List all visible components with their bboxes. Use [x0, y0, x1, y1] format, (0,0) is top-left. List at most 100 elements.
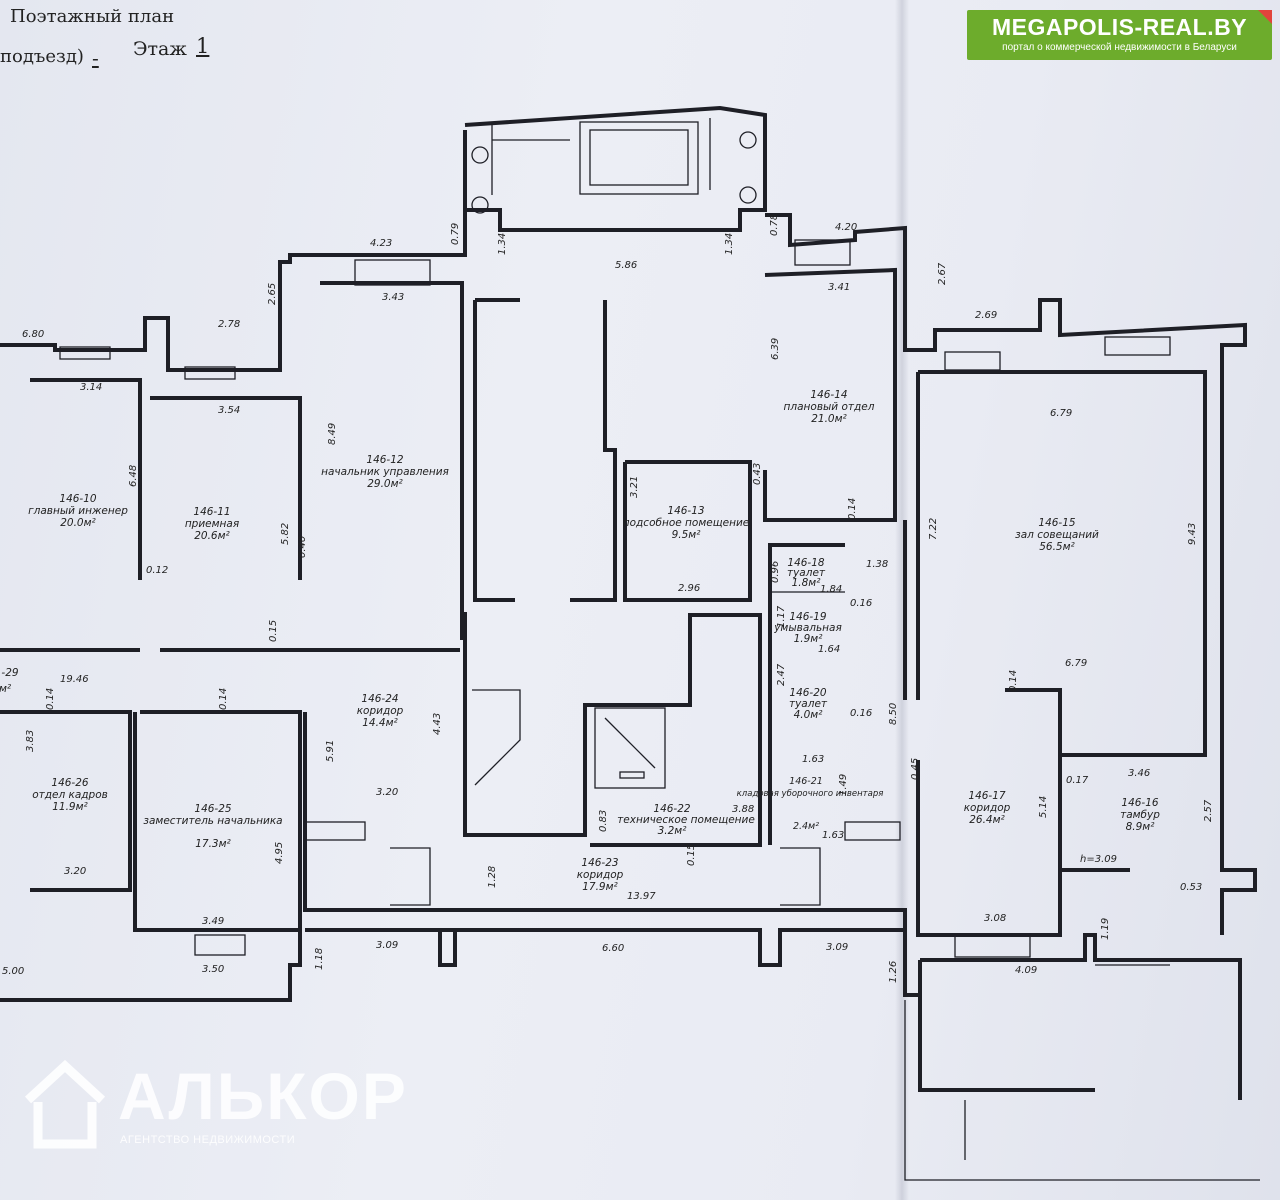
dim: 2.67	[937, 262, 948, 285]
dim: 3.20	[64, 866, 86, 877]
wall-room-146-13	[623, 460, 752, 602]
dim: 0.79	[450, 223, 461, 245]
megapolis-watermark[interactable]: MEGAPOLIS-REAL.BY портал о коммерческой …	[967, 10, 1272, 60]
stair-post-2	[471, 196, 489, 214]
room-146-25-area: 17.3м²	[195, 838, 231, 850]
room-146-14-name: плановый отдел	[784, 401, 875, 413]
window-6	[1104, 336, 1171, 356]
wall-right-porch	[918, 960, 1095, 1092]
dim: 6.80	[22, 329, 44, 340]
room-146-24-name: коридор	[357, 705, 404, 717]
room-29-id: -29	[1, 667, 18, 679]
room-146-13-area: 9.5м²	[672, 529, 702, 541]
room-146-11-id: 146-11	[193, 506, 230, 518]
dim: 2.47	[776, 663, 787, 686]
room-146-14-area: 21.0м²	[811, 413, 847, 425]
room-146-12-name: начальник управления	[321, 466, 449, 478]
brand-tagline: портал о коммерческой недвижимости в Бел…	[1002, 42, 1237, 53]
dim: 3.41	[828, 282, 850, 293]
dim: 3.54	[218, 405, 240, 416]
room-146-10-name: главный инженер	[28, 505, 128, 517]
elevator-shaft	[594, 707, 666, 789]
room-146-17-id: 146-17	[968, 790, 1006, 802]
stair-post-1	[471, 146, 489, 164]
room-146-16-id: 146-16	[1121, 797, 1159, 809]
room-146-13-id: 146-13	[667, 505, 704, 517]
room-146-15-area: 56.5м²	[1039, 541, 1075, 553]
room-labels: 146-10 главный инженер 20.0м² 146-11 при…	[0, 389, 1160, 893]
dim: 0.17	[1066, 775, 1089, 786]
dim: 0.14	[218, 688, 229, 710]
room-146-18-area: 1.8м²	[792, 577, 822, 589]
stair-entrance-steps-2	[780, 847, 821, 906]
dim: 6.79	[1050, 408, 1072, 419]
room-146-11-area: 20.6м²	[194, 530, 230, 542]
stair-post-4	[739, 186, 757, 204]
stair-top-steps	[491, 125, 570, 195]
elevator-cross	[604, 717, 656, 769]
dim: 8.50	[888, 703, 899, 725]
brand-corner-flag	[1258, 10, 1272, 24]
room-146-26-id: 146-26	[51, 777, 89, 789]
wall-room-146-16	[1058, 755, 1130, 872]
room-146-13-name: подсобное помещение	[623, 517, 749, 529]
dim: 1.64	[818, 644, 840, 655]
dim: 0.96	[770, 561, 781, 583]
brand-name: MEGAPOLIS-REAL.BY	[991, 14, 1248, 40]
house-logo-icon	[24, 1059, 106, 1149]
room-146-22-id: 146-22	[653, 803, 691, 815]
wall-porch-edge	[904, 1000, 1260, 1181]
room-146-24-id: 146-24	[361, 693, 398, 705]
window-2	[184, 366, 236, 380]
wall-room-146-15	[918, 370, 1207, 757]
dim: 3.88	[732, 804, 754, 815]
dim: 2.65	[267, 283, 278, 305]
window-1	[59, 346, 111, 360]
wall-south-facade	[305, 928, 905, 967]
dim: 0.12	[146, 565, 168, 576]
dim: 3.46	[1128, 768, 1150, 779]
room-146-23-area: 17.9м²	[582, 881, 618, 893]
dim: 0.53	[1180, 882, 1202, 893]
dim: 2.78	[218, 319, 240, 330]
wall-bottom-left	[0, 930, 302, 1002]
dim: 7.22	[928, 518, 939, 540]
plan-title: Поэтажный план	[10, 6, 175, 27]
dim: 3.50	[202, 964, 224, 975]
wall-room-146-14	[763, 267, 897, 522]
room-146-16-area: 8.9м²	[1126, 821, 1156, 833]
dim: 0.16	[850, 598, 872, 609]
room-146-19-area: 1.9м²	[794, 633, 824, 645]
dim: 1.18	[314, 948, 325, 970]
wall-right-top	[765, 213, 1257, 935]
stair-post-3	[739, 131, 757, 149]
dim: 4.23	[370, 238, 392, 249]
dim: 4.95	[274, 842, 285, 864]
dim: 13.97	[627, 891, 656, 902]
room-146-21-id: 146-21	[789, 776, 823, 787]
dim: 5.82	[280, 523, 291, 545]
room-146-21-name: кладовая уборочного инвентаря	[737, 789, 884, 799]
dim: 0.16	[850, 708, 872, 719]
wall-stair-core	[463, 612, 762, 847]
room-146-14-id: 146-14	[810, 389, 847, 401]
wall-core-left	[473, 300, 515, 602]
dim: 3.49	[202, 916, 224, 927]
room-146-19-name: умывальная	[773, 622, 842, 634]
dim: 3.08	[984, 913, 1006, 924]
room-146-26-area: 11.9м²	[52, 801, 88, 813]
entrance-label: подъезд)	[0, 46, 84, 67]
wall-left-top	[0, 130, 467, 372]
dim: 1.28	[487, 866, 498, 888]
dim: h=3.09	[1080, 854, 1117, 865]
room-146-17-area: 26.4м²	[969, 814, 1005, 826]
room-146-22-area: 3.2м²	[658, 825, 688, 837]
wall-sanitary	[768, 543, 845, 845]
dim: 1.34	[497, 233, 508, 255]
dim: 1.19	[1100, 918, 1111, 940]
dim: 0.78	[769, 214, 780, 236]
dim: 4.20	[835, 222, 857, 233]
floor-label: Этаж	[133, 38, 187, 60]
room-146-22-name: техническое помещение	[617, 814, 755, 826]
